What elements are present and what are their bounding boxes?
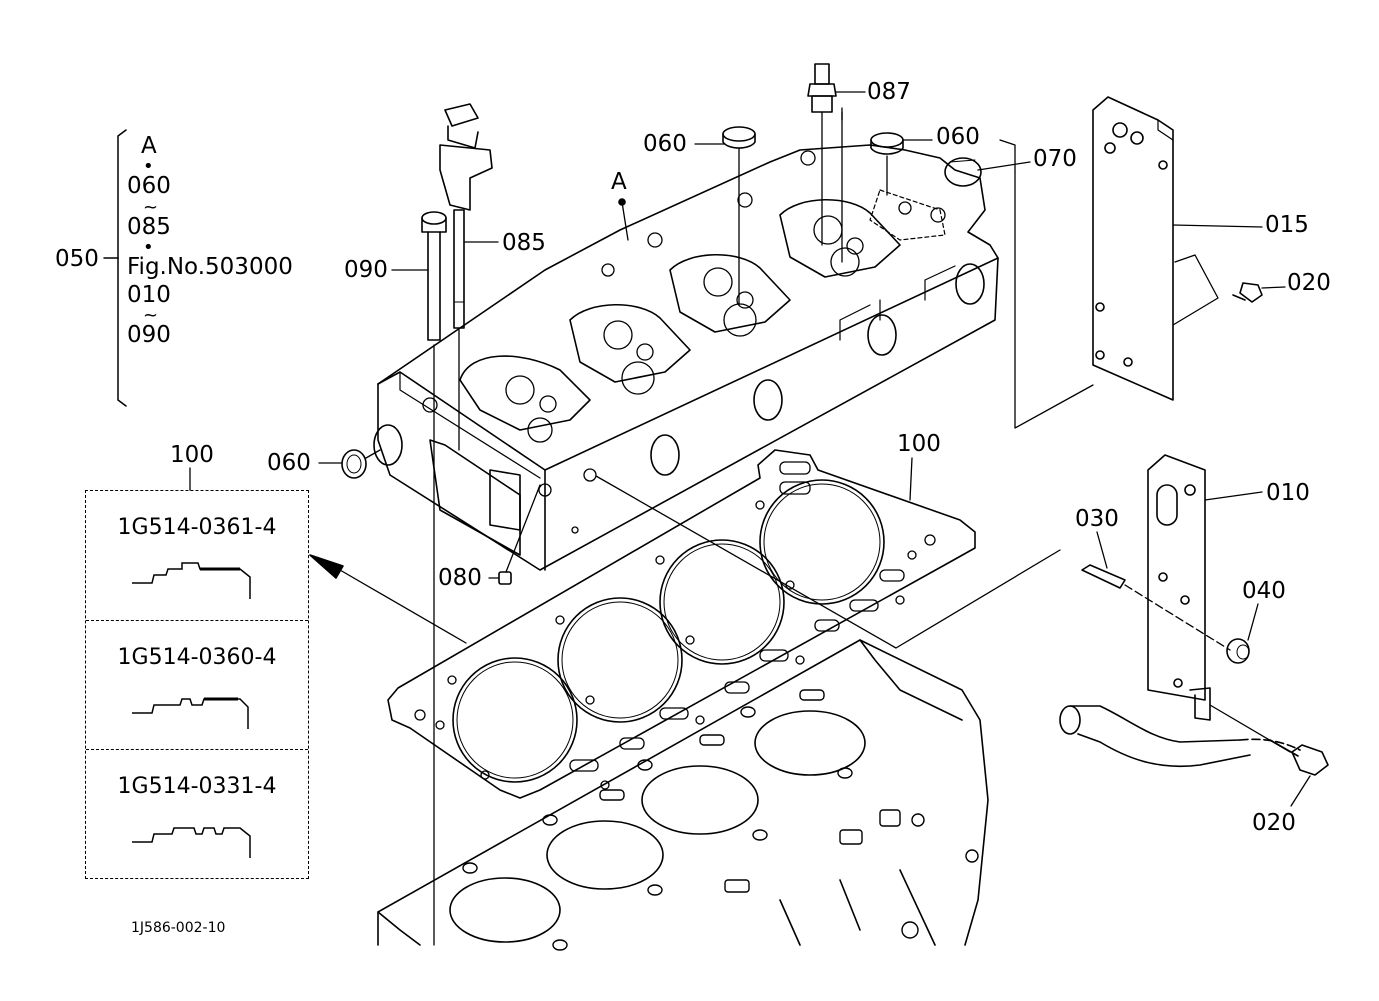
callout-020-top: 020: [1287, 270, 1331, 296]
dot-separator: •: [143, 156, 154, 178]
gasket-part-number: 1G514-0360-4: [117, 645, 277, 670]
callout-085: 085: [502, 230, 546, 256]
cylinder-head: [373, 144, 999, 571]
plug-060-top-right: [870, 132, 904, 155]
nozzle-holder: [439, 103, 493, 211]
stud-085: [453, 209, 465, 329]
assembly-contents-list: A • 060 ~ 085 • Fig.No.503000 010 ~ 090: [127, 133, 307, 349]
gasket-profile-icon: [132, 827, 251, 858]
range-separator: ~: [143, 304, 159, 326]
bolt-020-top: [1232, 282, 1263, 303]
range-separator: ~: [143, 196, 159, 218]
bracket-015: [1092, 96, 1174, 401]
callout-100-legend: 100: [170, 442, 214, 468]
gasket-variant: 1G514-0331-4: [86, 749, 308, 880]
gasket-profile-icon: [132, 697, 249, 729]
gasket-profile-icon: [132, 562, 251, 599]
assembly-item: 085: [127, 213, 171, 240]
head-gasket: [387, 449, 976, 799]
callout-070: 070: [1033, 146, 1077, 172]
assembly-item: Fig.No.503000: [127, 254, 293, 281]
legend-arrowhead: [309, 554, 344, 579]
assembly-bracket-050: [103, 129, 127, 407]
assembly-item: 060: [127, 173, 171, 200]
view-A-dot: [618, 198, 626, 206]
cylinder-block: [377, 639, 989, 951]
nut-040: [1226, 638, 1250, 664]
gasket-part-number: 1G514-0331-4: [117, 774, 277, 799]
gasket-part-number: 1G514-0361-4: [117, 515, 277, 540]
view-marker-A: A: [611, 169, 627, 195]
assembly-item: 090: [127, 321, 171, 348]
callout-087: 087: [867, 79, 911, 105]
plug-070: [944, 157, 982, 187]
callout-060-top-left: 060: [643, 131, 687, 157]
gasket-variant: 1G514-0360-4: [86, 620, 308, 751]
gasket-variant: 1G514-0361-4: [86, 491, 308, 621]
dot-separator: •: [143, 237, 154, 259]
callout-060-top-right: 060: [936, 124, 980, 150]
bracket-010: [1147, 454, 1211, 721]
plug-060-top-left: [722, 126, 756, 149]
callout-090: 090: [344, 257, 388, 283]
callout-040: 040: [1242, 578, 1286, 604]
callout-100-gasket: 100: [897, 431, 941, 457]
callout-050: 050: [55, 246, 99, 272]
callout-080: 080: [438, 565, 482, 591]
leader-lines: [189, 91, 1311, 946]
plug-060-left: [341, 449, 367, 479]
sensor-087: [807, 63, 837, 113]
assembly-item: 010: [127, 281, 171, 308]
plug-080: [498, 571, 512, 585]
assembly-item: A: [141, 133, 157, 159]
drawing-id: 1J586-002-10: [131, 920, 226, 936]
callout-020-bottom: 020: [1252, 810, 1296, 836]
gasket-variant-legend: 1G514-0361-4 1G514-0360-4 1G514-0331-4: [85, 490, 309, 879]
callout-060-left: 060: [267, 450, 311, 476]
callout-015: 015: [1265, 212, 1309, 238]
stud-030: [1081, 564, 1126, 589]
callout-010: 010: [1266, 480, 1310, 506]
bolt-090: [421, 211, 447, 341]
callout-030: 030: [1075, 506, 1119, 532]
